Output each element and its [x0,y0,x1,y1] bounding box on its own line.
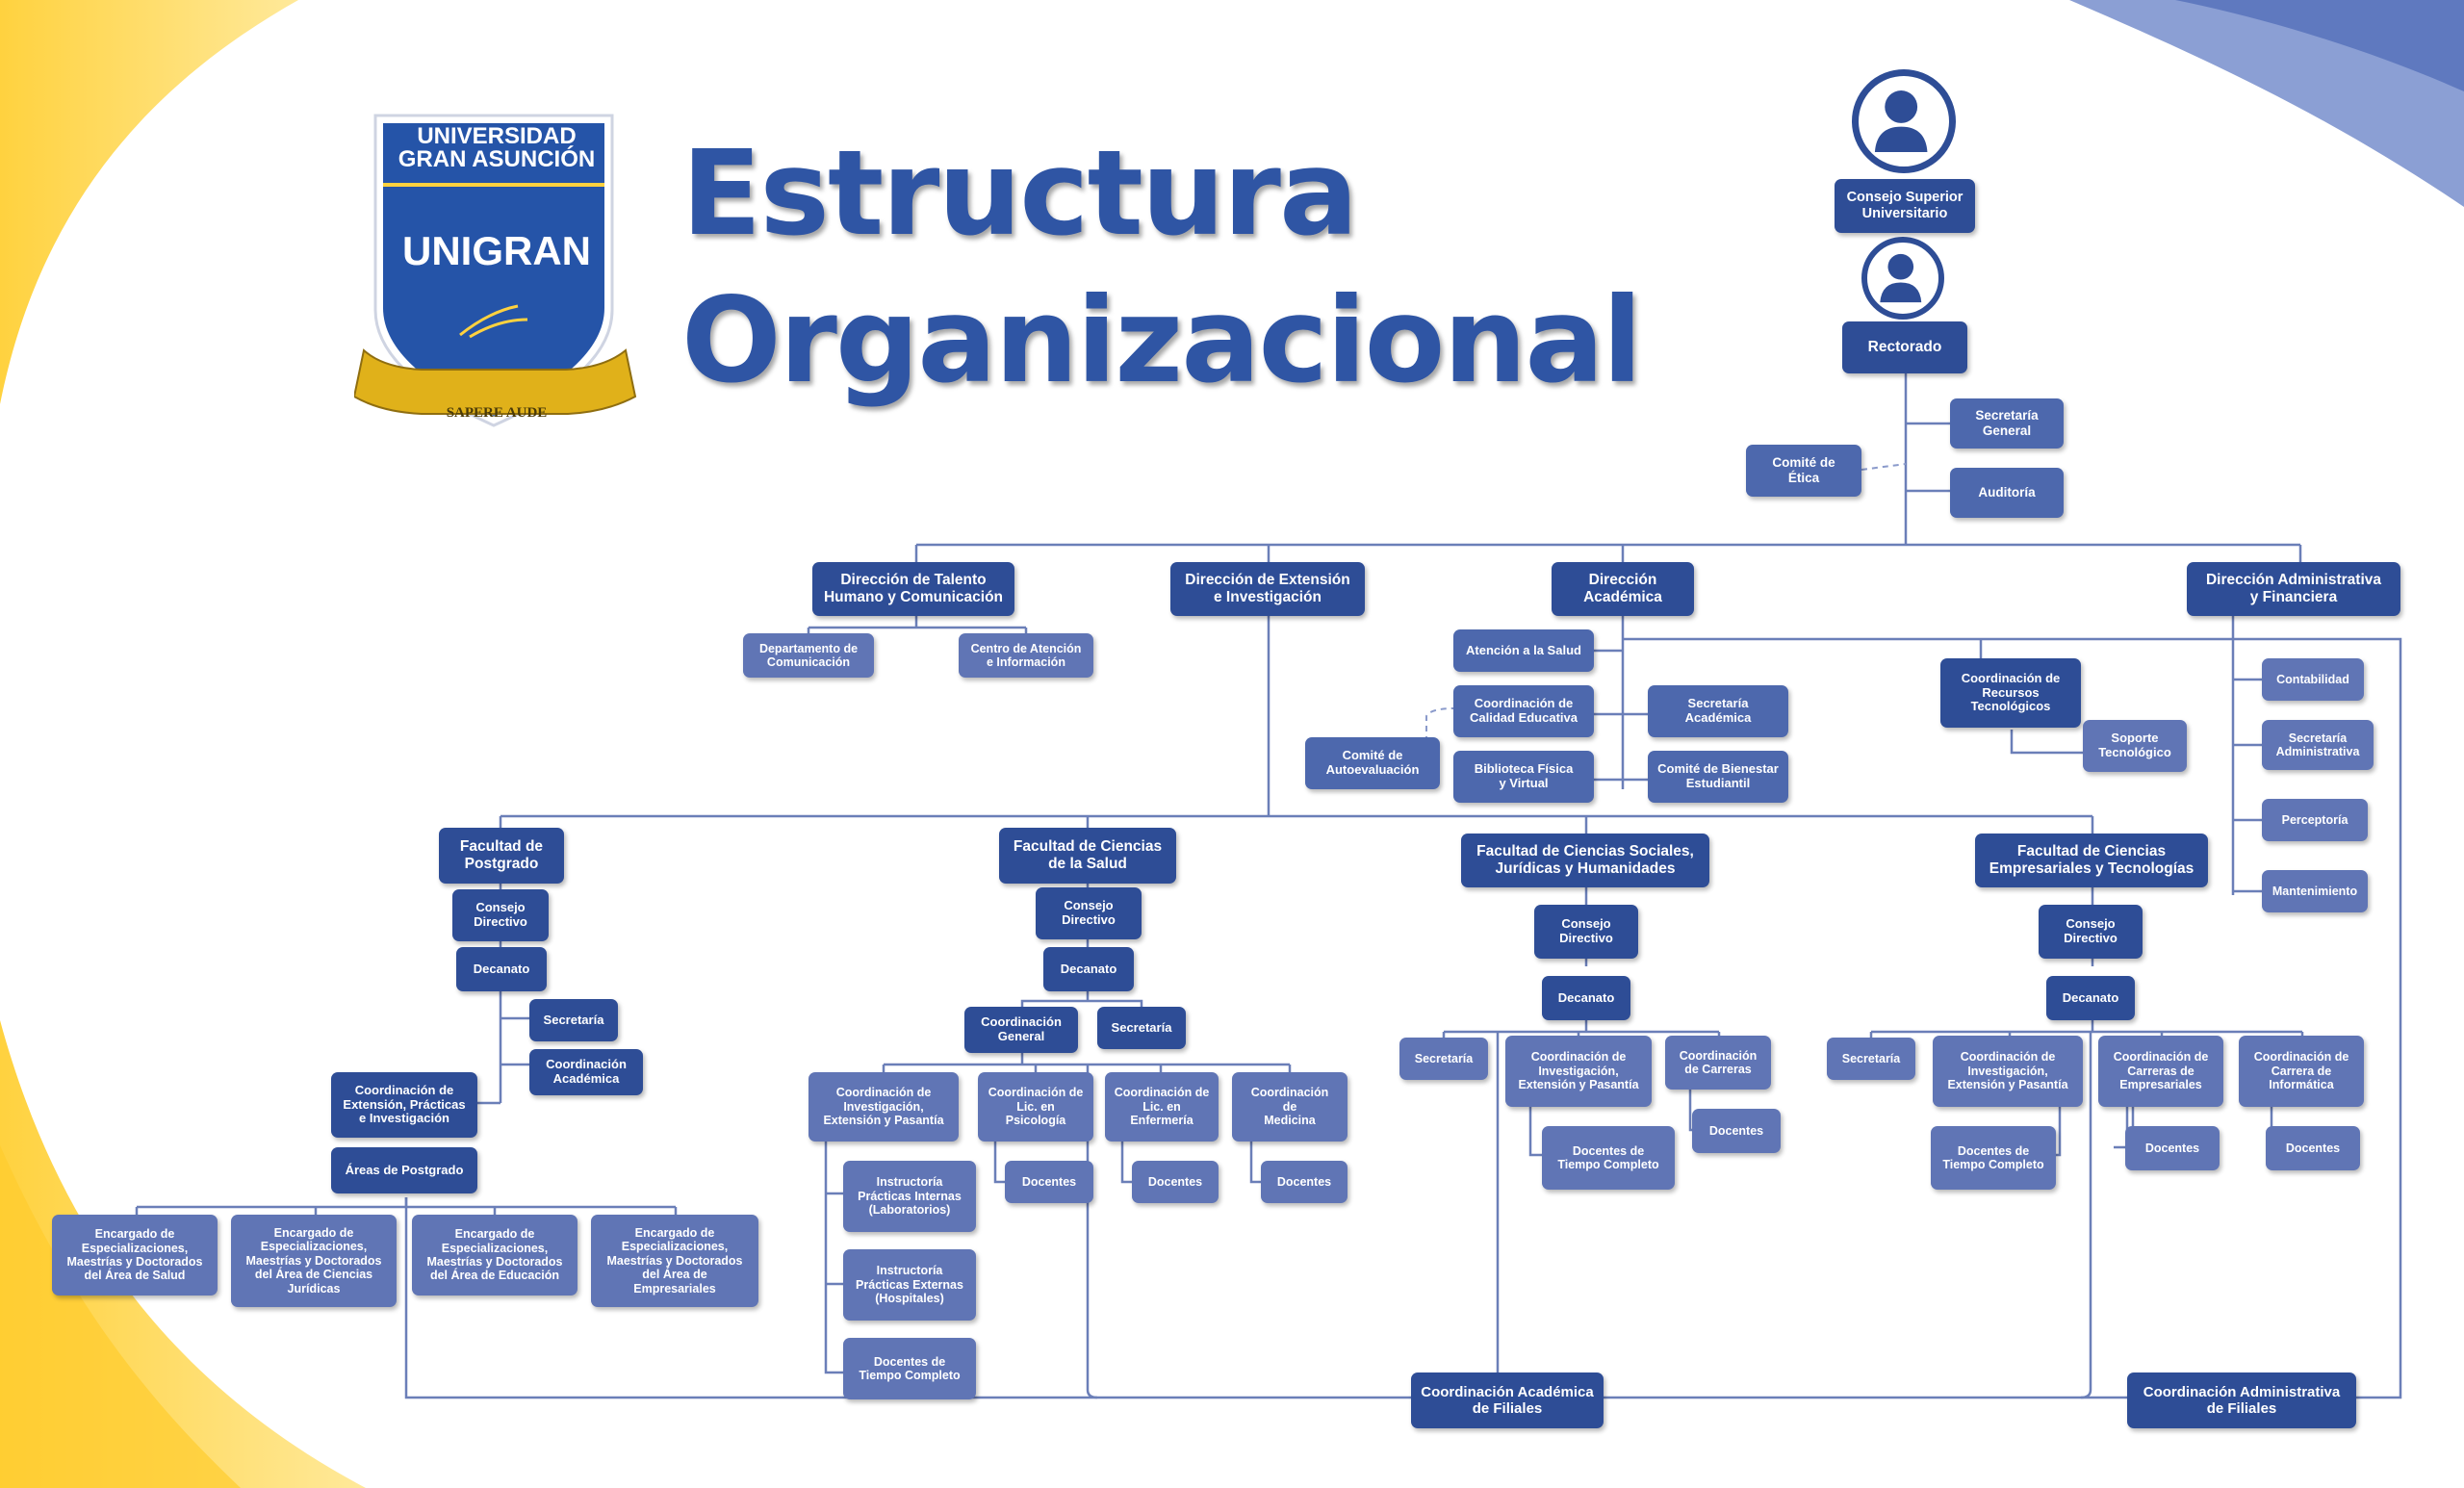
node-secretaria: Secretaría [529,999,618,1041]
node-consejo-directivo: Consejo Directivo [1036,887,1142,939]
person-icon [1861,237,1944,320]
node-areas-postgrado: Áreas de Postgrado [331,1147,477,1193]
node-coord-carrera-empresariales: Coordinación de Carreras de Empresariale… [2098,1036,2223,1107]
node-coord-calidad: Coordinación de Calidad Educativa [1453,685,1594,737]
node-enc-juridicas: Encargado de Especializaciones, Maestría… [231,1215,397,1307]
node-dir-extension: Dirección de Extensión e Investigación [1170,562,1365,616]
node-coord-psicologia: Coordinación de Lic. en Psicología [978,1072,1093,1142]
node-coord-inv-ext-pasantia: Coordinación de Investigación, Extensión… [1933,1036,2083,1107]
node-docentes: Docentes [1261,1161,1348,1203]
node-biblioteca: Biblioteca Física y Virtual [1453,751,1594,803]
node-mantenimiento: Mantenimiento [2262,870,2368,912]
node-coord-ext-practicas: Coordinación de Extensión, Prácticas e I… [331,1072,477,1138]
node-dir-academica: Dirección Académica [1552,562,1694,616]
node-docentes-tc: Docentes de Tiempo Completo [1542,1126,1675,1190]
page-title-line1: Estructura [681,125,1358,262]
logo-line2: GRAN ASUNCIÓN [398,146,596,172]
node-coord-academica: Coordinación Académica [529,1049,643,1095]
node-coord-enfermeria: Coordinación de Lic. en Enfermería [1105,1072,1219,1142]
node-secretaria: Secretaría [1827,1038,1915,1080]
node-consejo-superior: Consejo Superior Universitario [1835,179,1975,233]
node-secretaria: Secretaría [1097,1007,1186,1049]
node-atencion-salud: Atención a la Salud [1453,629,1594,672]
node-coord-inv-ext-pasantia: Coordinación de Investigación, Extensión… [1505,1036,1652,1107]
node-coord-academica-filiales: Coordinación Académica de Filiales [1411,1373,1604,1428]
node-decanato: Decanato [456,947,547,991]
node-fac-postgrado: Facultad de Postgrado [439,828,564,884]
node-docentes: Docentes [1692,1109,1781,1153]
node-coord-inv-ext-pasantia: Coordinación de Investigación, Extensión… [808,1072,959,1142]
node-docentes: Docentes [2125,1126,2220,1170]
node-secretaria-academica: Secretaría Académica [1648,685,1788,737]
node-enc-empresariales: Encargado de Especializaciones, Maestría… [591,1215,758,1307]
node-comite-etica: Comité de Ética [1746,445,1861,497]
node-secretaria-general: Secretaría General [1950,398,2064,449]
logo-line1: UNIVERSIDAD [417,123,577,149]
node-fac-salud: Facultad de Ciencias de la Salud [999,828,1176,884]
person-icon [1852,69,1956,173]
node-dir-talento: Dirección de Talento Humano y Comunicaci… [812,562,1014,616]
node-comite-bienestar: Comité de Bienestar Estudiantil [1648,751,1788,803]
node-docentes: Docentes [1132,1161,1219,1203]
node-secretaria-administrativa: Secretaría Administrativa [2262,720,2374,770]
node-consejo-directivo: Consejo Directivo [1534,905,1638,959]
node-contabilidad: Contabilidad [2262,658,2364,701]
node-soporte: Soporte Tecnológico [2083,720,2187,772]
node-consejo-directivo: Consejo Directivo [452,889,549,941]
node-coord-recursos: Coordinación de Recursos Tecnológicos [1940,658,2081,728]
logo-motto: SAPERE AUDE [446,405,548,421]
node-rectorado: Rectorado [1842,321,1967,373]
node-centro-atencion: Centro de Atención e Información [959,633,1093,678]
node-fac-sociales: Facultad de Ciencias Sociales, Jurídicas… [1461,834,1709,887]
node-decanato: Decanato [1542,976,1630,1020]
node-instructoria-externas: Instructoría Prácticas Externas (Hospita… [843,1249,976,1321]
logo-acronym: UNIGRAN [402,228,591,273]
node-comite-autoevaluacion: Comité de Autoevaluación [1305,737,1440,789]
node-coord-carrera-informatica: Coordinación de Carrera de Informática [2239,1036,2364,1107]
node-perceptoria: Perceptoría [2262,799,2368,841]
node-secretaria: Secretaría [1399,1038,1488,1080]
node-dir-administrativa: Dirección Administrativa y Financiera [2187,562,2400,616]
node-docentes: Docentes [2266,1126,2360,1170]
node-enc-salud: Encargado de Especializaciones, Maestría… [52,1215,218,1296]
node-enc-educacion: Encargado de Especializaciones, Maestría… [412,1215,578,1296]
node-docentes-tc: Docentes de Tiempo Completo [843,1338,976,1399]
node-instructoria-internas: Instructoría Prácticas Internas (Laborat… [843,1161,976,1232]
node-decanato: Decanato [2046,976,2135,1020]
node-consejo-directivo: Consejo Directivo [2039,905,2143,959]
page-title-line2: Organizacional [681,272,1642,409]
node-coord-medicina: Coordinación de Medicina [1232,1072,1348,1142]
node-depto-comunicacion: Departamento de Comunicación [743,633,874,678]
node-coord-administrativa-filiales: Coordinación Administrativa de Filiales [2127,1373,2356,1428]
node-coord-general: Coordinación General [964,1007,1078,1053]
node-decanato: Decanato [1043,947,1134,991]
node-coord-carreras: Coordinación de Carreras [1665,1036,1771,1090]
node-docentes-tc: Docentes de Tiempo Completo [1931,1126,2056,1190]
node-fac-empresariales: Facultad de Ciencias Empresariales y Tec… [1975,834,2208,887]
university-logo [354,114,637,427]
node-auditoria: Auditoría [1950,468,2064,518]
node-docentes: Docentes [1005,1161,1093,1203]
